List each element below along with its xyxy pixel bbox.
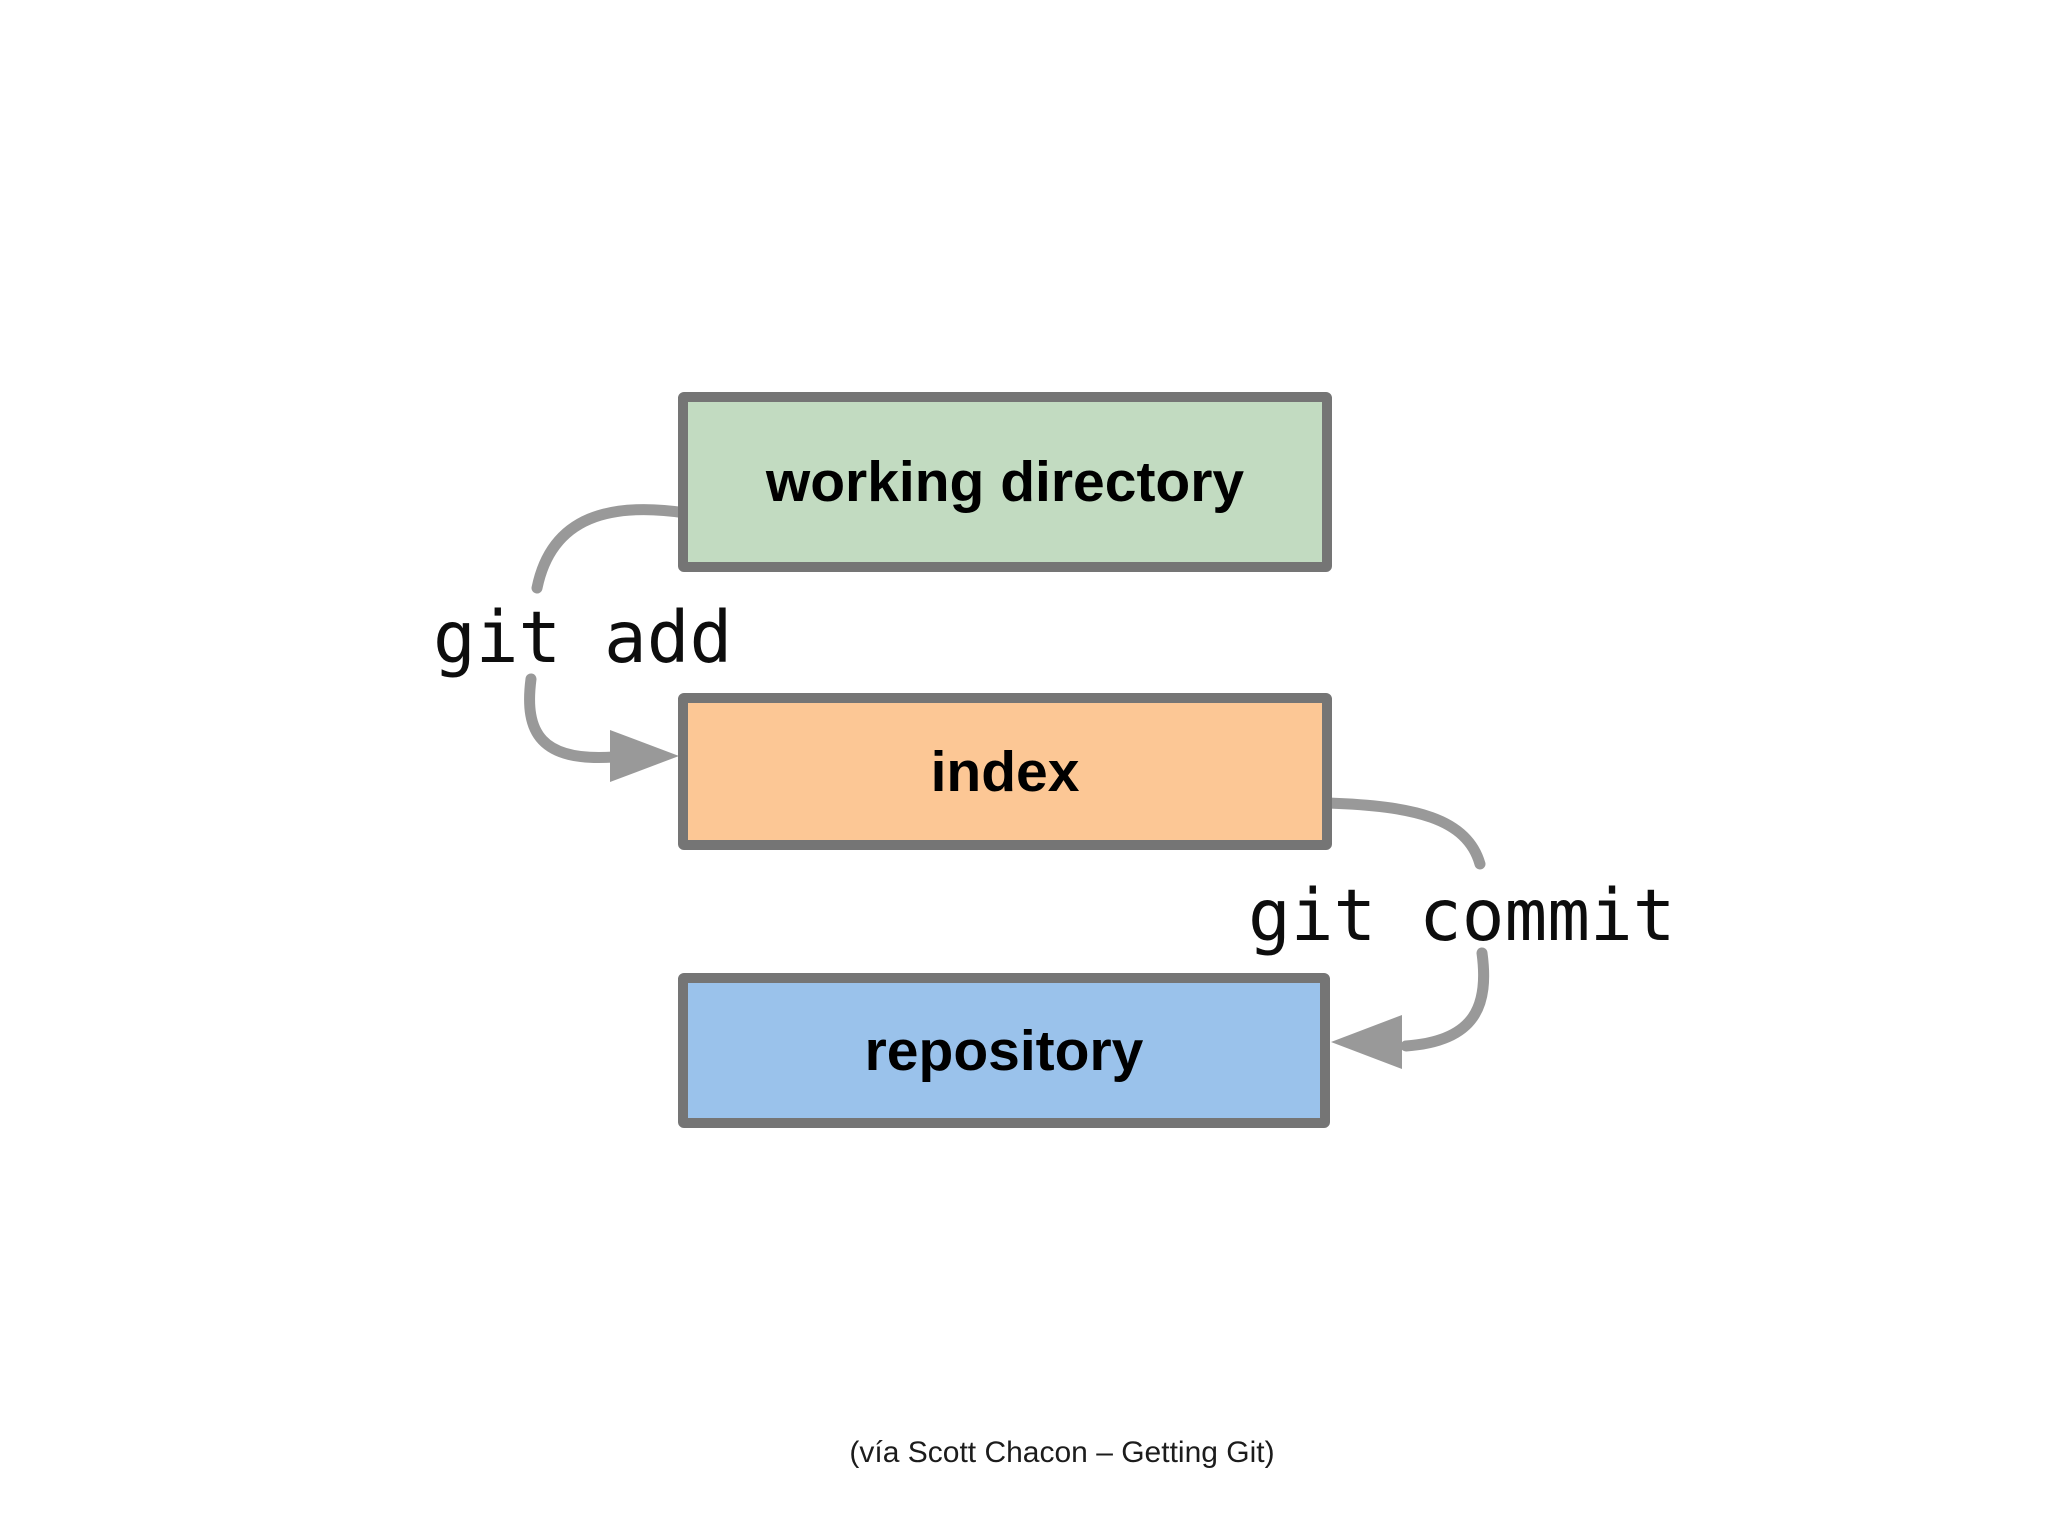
edge-label-git-add: git add <box>433 596 733 679</box>
node-index: index <box>678 693 1332 850</box>
node-working-directory: working directory <box>678 392 1332 572</box>
caption: (vía Scott Chacon – Getting Git) <box>849 1436 1275 1469</box>
git-commit-arrow-lower-segment <box>1400 947 1490 1052</box>
node-index-label: index <box>930 739 1080 804</box>
edge-label-git-commit: git commit <box>1248 874 1676 957</box>
git-commit-arrow-upper-segment <box>1322 797 1486 870</box>
node-working-directory-label: working directory <box>765 450 1245 514</box>
node-repository-label: repository <box>864 1018 1144 1083</box>
git-add-arrowhead <box>610 730 679 782</box>
git-add-arrow-upper-segment <box>531 504 692 594</box>
git-add-arrow-lower-segment <box>524 673 620 764</box>
node-repository: repository <box>678 973 1330 1128</box>
git-commit-arrowhead <box>1331 1015 1402 1069</box>
